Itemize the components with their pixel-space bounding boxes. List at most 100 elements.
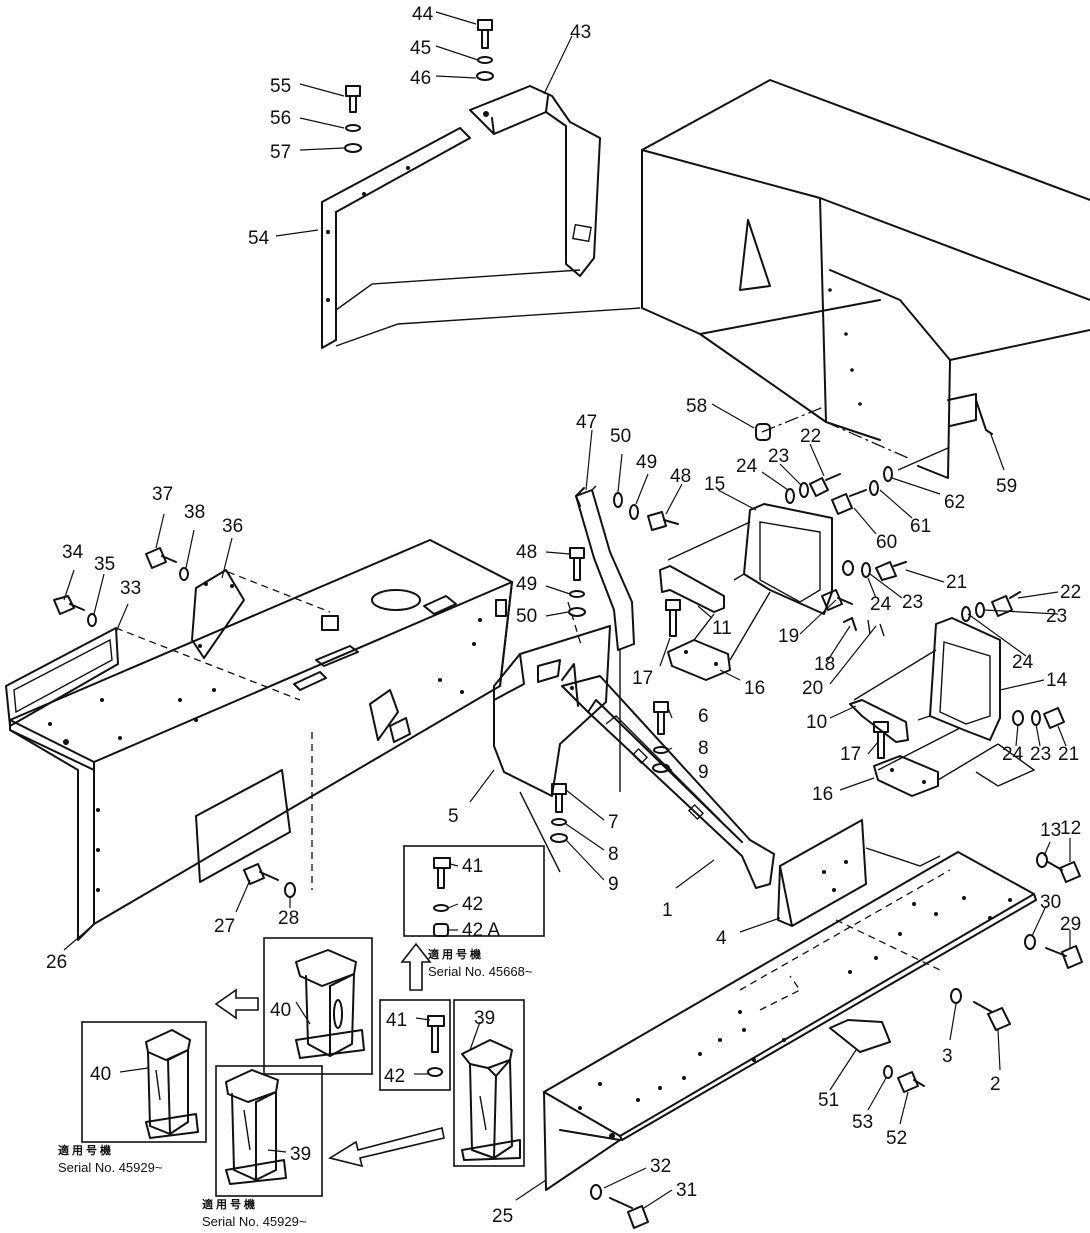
callout-9-upper: 9 xyxy=(698,762,709,783)
nut-58 xyxy=(755,423,771,441)
cover-bracket-43 xyxy=(469,85,601,277)
variant-frame-39-left xyxy=(215,1065,323,1197)
plate-14 xyxy=(917,617,1001,741)
callout-44: 44 xyxy=(412,4,434,25)
callout-42A: 42 A xyxy=(462,920,500,941)
bolt-17-lower xyxy=(873,721,889,759)
bolt-17-upper xyxy=(665,599,681,637)
callout-18: 18 xyxy=(814,654,835,675)
bracket-11 xyxy=(659,565,725,613)
serial-note-45668-japanese: 適用号機 xyxy=(428,947,484,961)
callout-34: 34 xyxy=(62,542,84,563)
callout-51: 51 xyxy=(818,1090,839,1111)
callout-36: 36 xyxy=(222,516,243,537)
callout-7: 7 xyxy=(608,812,619,833)
callout-15: 15 xyxy=(704,474,725,495)
bolt-stack-52-53 xyxy=(883,1065,925,1093)
callout-28: 28 xyxy=(278,908,299,929)
callout-41-lower: 41 xyxy=(386,1010,407,1031)
callout-55: 55 xyxy=(270,76,291,97)
serial-note-45929-left: 適用号機 Serial No. 45929~ xyxy=(58,1143,163,1175)
callout-14: 14 xyxy=(1046,670,1068,691)
callout-41-top: 41 xyxy=(462,856,483,877)
callout-25: 25 xyxy=(492,1206,513,1227)
variant-frame-40-center xyxy=(263,937,373,1075)
callout-24-upper: 24 xyxy=(736,456,758,477)
callout-23-right: 23 xyxy=(1046,606,1067,627)
callout-58: 58 xyxy=(686,396,707,417)
bolt-stack-60-62 xyxy=(831,466,893,515)
serial-note-45929-center-number: Serial No. 45929~ xyxy=(202,1214,307,1229)
callout-35: 35 xyxy=(94,554,115,575)
bolt-19 xyxy=(821,589,853,611)
callout-16-lower: 16 xyxy=(812,784,833,805)
serial-note-45929-center-japanese: 適用号機 xyxy=(202,1197,258,1211)
callout-6: 6 xyxy=(698,706,709,727)
frame-25 xyxy=(543,851,1037,1191)
callout-16-upper: 16 xyxy=(744,678,765,699)
callout-23-mid: 23 xyxy=(902,592,923,613)
callout-47: 47 xyxy=(576,412,597,433)
callout-45: 45 xyxy=(410,38,431,59)
bolt-stack-48-50-lower xyxy=(568,547,586,617)
plate-36 xyxy=(191,569,245,659)
callout-32: 32 xyxy=(650,1156,671,1177)
callout-50-lower: 50 xyxy=(516,606,537,627)
callout-1: 1 xyxy=(662,900,673,921)
bracket-10 xyxy=(849,699,909,743)
bolt-stack-7-9 xyxy=(550,783,568,843)
serial-note-45929-left-japanese: 適用号機 xyxy=(58,1143,114,1157)
bolt-stack-21-24-upper xyxy=(842,560,907,581)
bolt-stack-55-57 xyxy=(344,85,362,153)
plate-4 xyxy=(777,819,867,927)
callout-56: 56 xyxy=(270,108,291,129)
fuel-tank-body xyxy=(641,79,1090,479)
plate-15 xyxy=(733,503,833,615)
callout-23-lower: 23 xyxy=(1030,744,1051,765)
callout-24-lower: 24 xyxy=(1002,744,1024,765)
bracket-16-upper xyxy=(667,639,731,681)
bolt-stack-44-46 xyxy=(476,19,494,81)
callout-39-left: 39 xyxy=(290,1144,311,1165)
callout-59: 59 xyxy=(996,476,1017,497)
arrow-left-lower xyxy=(327,1127,445,1168)
bolt-stack-31-32 xyxy=(590,1184,649,1229)
callout-54: 54 xyxy=(248,228,270,249)
bolt-37-38 xyxy=(145,547,189,581)
bolt-34-35 xyxy=(53,595,97,627)
callout-24-right: 24 xyxy=(1012,652,1034,673)
callout-33: 33 xyxy=(120,578,141,599)
callout-labels: 44 45 46 43 55 56 57 54 58 59 62 61 60 2… xyxy=(46,4,1081,1227)
callout-3: 3 xyxy=(942,1046,953,1067)
callout-24-mid: 24 xyxy=(870,594,892,615)
serial-note-45929-center: 適用号機 Serial No. 45929~ xyxy=(202,1197,307,1229)
bolt-stack-2-3 xyxy=(950,988,1011,1031)
leader-lines xyxy=(63,11,1071,1209)
bolt-stack-21-24-lower xyxy=(1012,707,1065,729)
callout-40-center: 40 xyxy=(270,1000,291,1021)
callout-5: 5 xyxy=(448,806,459,827)
callout-27: 27 xyxy=(214,916,235,937)
callout-29: 29 xyxy=(1060,914,1081,935)
clip-18-20 xyxy=(843,617,885,637)
callout-8-lower: 8 xyxy=(608,844,619,865)
callout-62: 62 xyxy=(944,492,965,513)
callout-8-upper: 8 xyxy=(698,738,709,759)
serial-note-45668: 適用号機 Serial No. 45668~ xyxy=(428,947,533,979)
callout-53: 53 xyxy=(852,1112,873,1133)
callout-50-upper: 50 xyxy=(610,426,631,447)
callout-22-right: 22 xyxy=(1060,582,1081,603)
callout-10: 10 xyxy=(806,712,827,733)
callout-39-right: 39 xyxy=(474,1008,495,1029)
bolt-stack-29-30 xyxy=(1024,934,1083,969)
callout-61: 61 xyxy=(910,516,931,537)
callout-30: 30 xyxy=(1040,892,1061,913)
callout-2: 2 xyxy=(990,1074,1001,1095)
bracket-5 xyxy=(493,625,611,797)
callout-22-upper: 22 xyxy=(800,426,821,447)
callout-26: 26 xyxy=(46,952,67,973)
callout-48-lower: 48 xyxy=(516,542,537,563)
callout-21-upper: 21 xyxy=(946,572,967,593)
bolt-stack-12-13 xyxy=(1036,852,1081,883)
